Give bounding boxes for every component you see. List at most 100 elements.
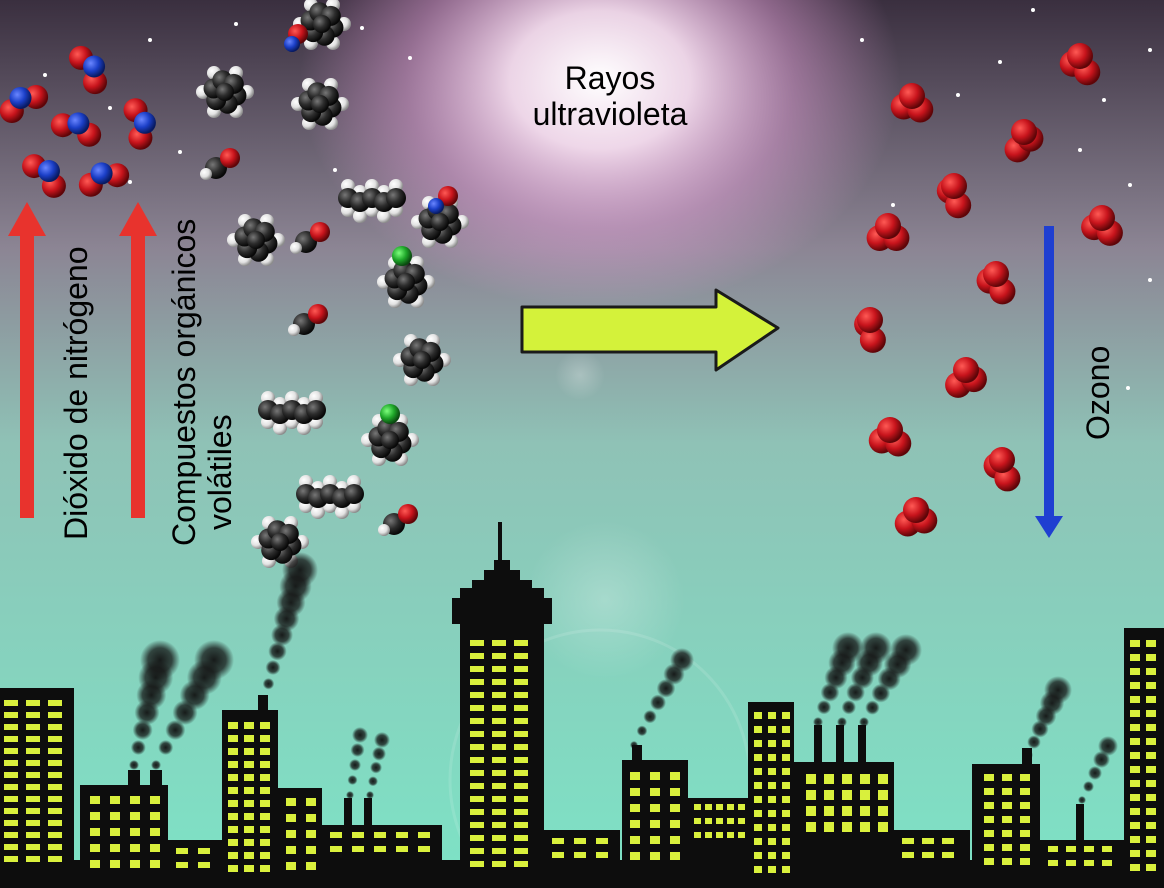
building [460, 588, 544, 888]
voc-molecule [258, 391, 326, 435]
star [128, 180, 132, 184]
ozone-molecule [1004, 119, 1044, 163]
smoke-puff [130, 740, 146, 755]
nitrogen-dioxide-molecule [50, 112, 102, 147]
smoke-puff [140, 640, 180, 680]
nitrogen-dioxide-molecule [69, 45, 107, 95]
window-grid [984, 774, 1030, 865]
smoke-puff [670, 648, 694, 672]
building [688, 798, 748, 888]
star [998, 60, 1002, 64]
voc-line1: Compuestos orgánicos [166, 218, 202, 546]
voc-molecule [227, 213, 285, 267]
smoke-puff [372, 746, 386, 761]
building [364, 798, 372, 828]
building [128, 770, 140, 790]
smoke-puff [636, 725, 648, 737]
building [484, 570, 520, 582]
ozone-molecule [1059, 43, 1101, 86]
smoke-puff [194, 640, 234, 680]
smoke-puff [265, 660, 281, 675]
voc-molecule [196, 65, 254, 119]
arrow-up-icon [8, 202, 46, 518]
building [1022, 748, 1032, 768]
window-grid [286, 798, 316, 870]
window-grid [754, 712, 790, 873]
window-grid [1048, 846, 1112, 866]
molecules [0, 0, 1123, 569]
ozone-molecule [983, 447, 1021, 492]
building [452, 598, 552, 624]
smoke-puff [859, 717, 869, 727]
building [472, 580, 532, 592]
voc-molecule [288, 304, 328, 336]
smoke-puff [350, 743, 365, 757]
ozone-molecule [854, 307, 886, 353]
arrow-down-icon [1035, 226, 1063, 538]
smoke-puff [1078, 796, 1086, 804]
building [632, 745, 642, 765]
window-grid [176, 848, 210, 868]
building [258, 695, 268, 715]
voc-molecule [290, 222, 330, 254]
window-grid [4, 700, 62, 862]
smoke-puff [165, 720, 186, 740]
smoke-puff [132, 720, 153, 740]
star [1031, 8, 1035, 12]
ozone-molecule [890, 83, 934, 123]
smoke-puff [370, 761, 382, 774]
smoke-puff [366, 791, 374, 799]
voc-label: Compuestos orgánicos volátiles [166, 219, 238, 546]
smoke-puff [890, 634, 922, 666]
city-skyline [0, 522, 1164, 888]
nitrogen-dioxide-molecule [78, 162, 130, 197]
nitrogen-dioxide-molecule [22, 154, 66, 198]
smoke-puff [1027, 735, 1041, 749]
star [1126, 386, 1130, 390]
building [494, 560, 510, 572]
smoke-puff [352, 727, 368, 743]
window-grid [902, 838, 954, 858]
star [1148, 278, 1152, 282]
building [150, 770, 162, 790]
star [860, 38, 864, 42]
smoke-puff [1098, 736, 1118, 756]
smoke-puff [865, 700, 880, 715]
voc-molecule [284, 0, 351, 52]
uv-rays-line2: ultravioleta [532, 96, 688, 132]
voc-molecule [200, 148, 240, 180]
window-grid [806, 774, 888, 832]
nitrogen-dioxide-molecule [0, 85, 49, 123]
arrow-up-icon [119, 202, 157, 518]
smoke-puff [151, 760, 161, 770]
smoke-puff [282, 552, 318, 588]
window-grid [1130, 640, 1156, 871]
star [1148, 48, 1152, 52]
star [1128, 183, 1132, 187]
smoke-puff [643, 710, 657, 724]
uv-rays-line1: Rayos [564, 60, 656, 96]
building [858, 725, 866, 765]
window-grid [330, 832, 430, 852]
star [956, 93, 960, 97]
voc-molecule [291, 77, 349, 131]
smoke-plumes [129, 552, 1118, 804]
star [178, 150, 182, 154]
uv-rays-label: Rayos ultravioleta [470, 60, 750, 132]
lens-flare-small [555, 350, 605, 400]
smoke-puff [650, 694, 666, 711]
ozone-molecule [868, 417, 912, 457]
star [891, 203, 895, 207]
stars [43, 8, 1152, 390]
ozone-label: Ozono [1080, 345, 1116, 440]
star [43, 73, 47, 77]
smoke-puff [262, 678, 275, 690]
smoke-puff [349, 759, 361, 771]
voc-line2: volátiles [202, 414, 238, 530]
smoke-puff [158, 740, 174, 755]
star [148, 38, 152, 42]
smoke-puff [374, 732, 390, 748]
voc-molecule [251, 515, 309, 569]
star [1102, 98, 1106, 102]
